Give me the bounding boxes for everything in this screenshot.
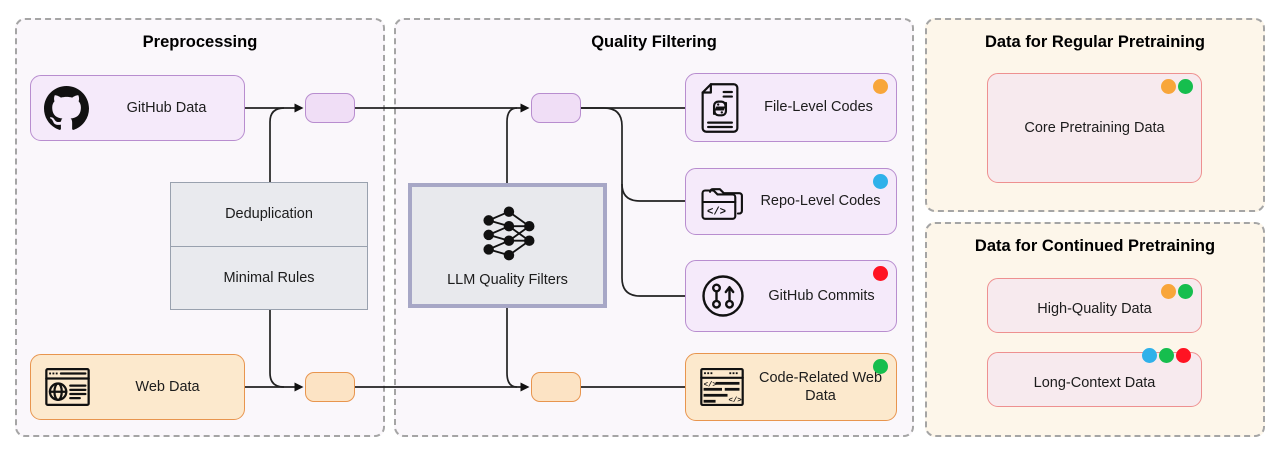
github-stage-node-1	[305, 93, 355, 123]
llm-quality-filters-box: LLM Quality Filters	[408, 183, 607, 308]
github-data-box: GitHub Data	[30, 75, 245, 141]
orange-dot	[873, 79, 888, 94]
green-dot	[1159, 348, 1174, 363]
orange-dot	[1161, 79, 1176, 94]
continued-pretraining-title: Data for Continued Pretraining	[974, 237, 1216, 255]
github-data-label: GitHub Data	[126, 99, 207, 116]
preprocessing-title: Preprocessing	[142, 33, 258, 51]
github-stage-node-2	[531, 93, 581, 123]
file-level-codes-box: File-Level Codes	[685, 73, 897, 142]
long-context-data-box: Long-Context Data	[987, 348, 1202, 407]
blue-dot	[1142, 348, 1157, 363]
core-pretraining-data-box: Core Pretraining Data	[987, 73, 1202, 183]
high-quality-data-label: High-Quality Data	[1037, 301, 1152, 318]
github-commits-label: GitHub Commits	[768, 287, 875, 304]
long-context-dots	[1142, 348, 1191, 363]
core-pretraining-dots	[1161, 79, 1193, 94]
high-quality-dots	[1161, 284, 1193, 299]
svg-text:</>: </>	[704, 382, 718, 390]
red-dot	[1176, 348, 1191, 363]
code-related-web-data-box: </> </> Code-Related Web Data	[685, 353, 897, 421]
repo-level-codes-box: </> Repo-Level Codes	[685, 168, 897, 235]
svg-text:</>: </>	[728, 397, 742, 405]
high-quality-data-box: High-Quality Data	[987, 278, 1202, 333]
python-file-icon	[699, 82, 741, 134]
green-dot	[1178, 79, 1193, 94]
long-context-data-label: Long-Context Data	[1033, 375, 1156, 392]
orange-dot	[1161, 284, 1176, 299]
red-dot	[873, 266, 888, 281]
git-commits-icon	[699, 272, 747, 320]
neural-network-icon	[477, 203, 539, 266]
github-icon	[44, 85, 89, 131]
repo-level-dots	[873, 174, 888, 189]
core-pretraining-data-label: Core Pretraining Data	[1024, 119, 1165, 136]
web-stage-node-1	[305, 372, 355, 402]
file-level-dots	[873, 79, 888, 94]
regular-pretraining-title: Data for Regular Pretraining	[984, 33, 1206, 51]
minimal-rules-step: Minimal Rules	[171, 245, 367, 310]
code-web-dots	[873, 359, 888, 374]
svg-text:</>: </>	[707, 206, 726, 218]
code-related-web-data-label: Code-Related Web Data	[758, 369, 883, 404]
github-commits-dots	[873, 266, 888, 281]
web-stage-node-2	[531, 372, 581, 402]
web-data-box: Web Data	[30, 354, 245, 420]
green-dot	[1178, 284, 1193, 299]
github-commits-box: GitHub Commits	[685, 260, 897, 332]
quality-filtering-title: Quality Filtering	[591, 33, 717, 51]
llm-quality-filters-label: LLM Quality Filters	[447, 272, 568, 288]
code-folder-icon: </>	[699, 181, 745, 223]
code-browser-icon: </> </>	[699, 366, 745, 408]
deduplication-step: Deduplication	[225, 206, 313, 223]
file-level-codes-label: File-Level Codes	[764, 99, 873, 116]
blue-dot	[873, 174, 888, 189]
preprocessing-rules-box: Deduplication Minimal Rules	[170, 182, 368, 310]
repo-level-codes-label: Repo-Level Codes	[760, 193, 881, 210]
browser-globe-icon	[44, 366, 91, 408]
green-dot	[873, 359, 888, 374]
web-data-label: Web Data	[135, 378, 200, 395]
